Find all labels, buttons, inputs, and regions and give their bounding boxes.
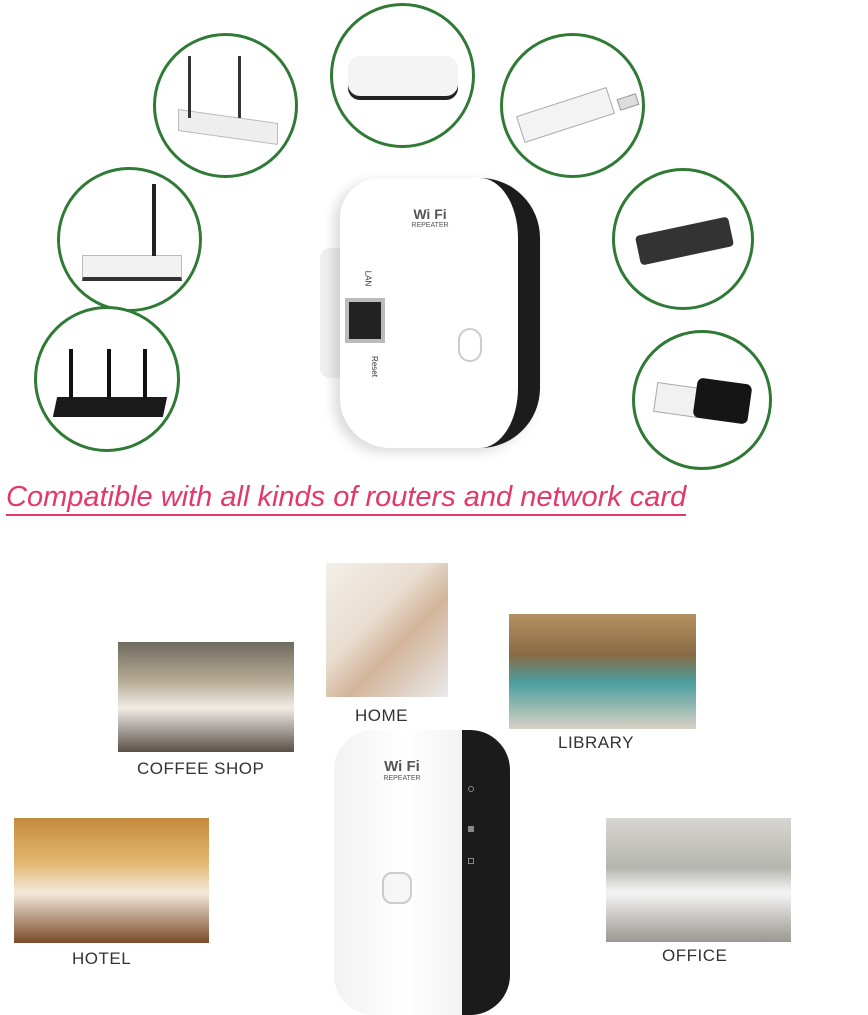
wps-button-front [382, 872, 412, 904]
router-single-antenna-circle [57, 167, 202, 312]
usb-adapter-circle [500, 33, 645, 178]
hotel-photo [14, 818, 209, 943]
brand-label: Wi Fi [413, 206, 447, 222]
nano-usb-adapter-circle [632, 330, 772, 470]
brand-sub: REPEATER [411, 222, 449, 229]
lan-led-icon [468, 858, 474, 864]
headline: Compatible with all kinds of routers and… [6, 480, 687, 516]
router-three-antenna-circle [34, 306, 180, 452]
coffee-shop-label: COFFEE SHOP [137, 759, 265, 778]
front-brand-label: Wi Fi [384, 758, 420, 775]
front-brand-sub: REPEATER [383, 775, 421, 782]
reset-label: Reset [369, 356, 379, 377]
office-photo [606, 818, 791, 942]
office-label: OFFICE [662, 946, 728, 965]
wps-button [458, 328, 482, 362]
coffee-shop-photo [118, 642, 294, 752]
lan-port [345, 298, 385, 343]
library-photo [509, 614, 696, 729]
tplink-usb-adapter-circle [612, 168, 754, 310]
hotel-label: HOTEL [72, 949, 132, 968]
router-flat-circle [330, 3, 475, 148]
signal-led-icon [468, 826, 474, 832]
home-label: HOME [355, 706, 408, 725]
home-photo [326, 563, 448, 697]
library-label: LIBRARY [558, 733, 634, 752]
power-led-icon [468, 786, 474, 792]
router-two-antenna-circle [153, 33, 298, 178]
lan-label: LAN [363, 270, 373, 287]
